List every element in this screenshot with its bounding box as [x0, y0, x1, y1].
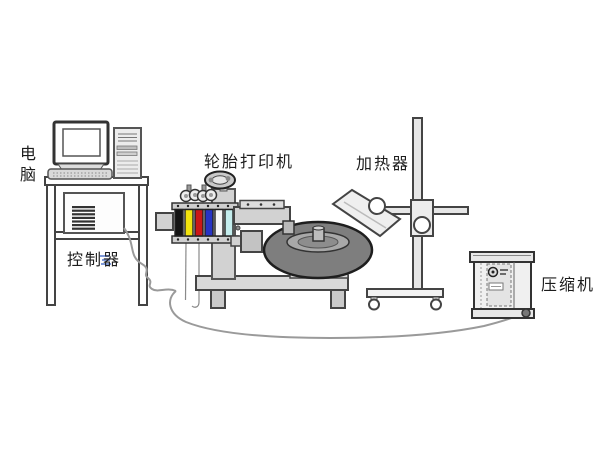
printer-arm [233, 199, 295, 235]
monitor-screen [62, 128, 101, 157]
controller-vents [72, 206, 95, 230]
controller-case [63, 192, 125, 234]
pc-tower [113, 127, 142, 179]
label-tire-printer: 轮胎打印机 [204, 154, 295, 171]
printer-leg [330, 289, 346, 309]
computer-monitor [52, 120, 110, 171]
motor-body [240, 230, 263, 253]
heater-lamp-pivot [368, 197, 386, 215]
cable-controller-to-printer [123, 227, 177, 292]
ink-cartridge-cyan [224, 208, 234, 237]
ink-feed-line [184, 242, 187, 301]
drive-bay [116, 145, 138, 150]
label-heater: 加热器 [356, 156, 411, 173]
ink-feed-line [191, 243, 200, 308]
rack-left-mount [155, 212, 174, 231]
heater-stand [331, 117, 469, 311]
printer-leg [210, 289, 226, 309]
heater-base-bar [366, 288, 444, 298]
computer-keyboard [47, 168, 113, 180]
compressor [469, 251, 535, 319]
ink-cartridge-red [194, 208, 204, 237]
rack-bolts [176, 204, 230, 241]
heater-knob [413, 216, 431, 234]
label-compressor: 压缩机 [541, 277, 596, 294]
desk-leg-left [46, 184, 56, 306]
tire-hub-top [312, 225, 325, 231]
compressor-hose-connector [521, 308, 531, 318]
label-computer: 电脑 [20, 146, 37, 184]
heater-lamp-reflector [331, 188, 402, 238]
motor-link [230, 235, 242, 247]
computer-workstation [44, 120, 149, 306]
label-controller: 控制器 [67, 252, 122, 269]
drive-bay [116, 151, 138, 156]
controller-box [63, 192, 125, 234]
ink-cartridges [174, 208, 234, 237]
printer-top-gauge [204, 170, 236, 192]
watermark-artifact [100, 255, 111, 265]
heater-base [366, 288, 444, 311]
arm-bar [233, 206, 291, 225]
compressor-lid [469, 251, 535, 263]
ink-cartridge-blue [204, 208, 214, 237]
tire [262, 220, 374, 280]
ink-cartridge-white [214, 208, 224, 237]
heater-lamp [331, 188, 402, 238]
cable-printer-to-compressor [169, 290, 524, 340]
tire-printer [155, 170, 374, 309]
printer-nozzle [282, 220, 295, 235]
compressor-base [471, 308, 535, 319]
regulator-gauges [179, 184, 218, 203]
heater-caster [368, 298, 380, 311]
cables [123, 227, 524, 340]
ink-cartridge-yellow [184, 208, 194, 237]
ink-cartridge-rack [155, 202, 239, 244]
printer-motor-box [230, 225, 263, 253]
desk-leg-right [138, 184, 148, 306]
heater-caster [430, 298, 442, 311]
ink-cartridge-black [174, 208, 184, 237]
